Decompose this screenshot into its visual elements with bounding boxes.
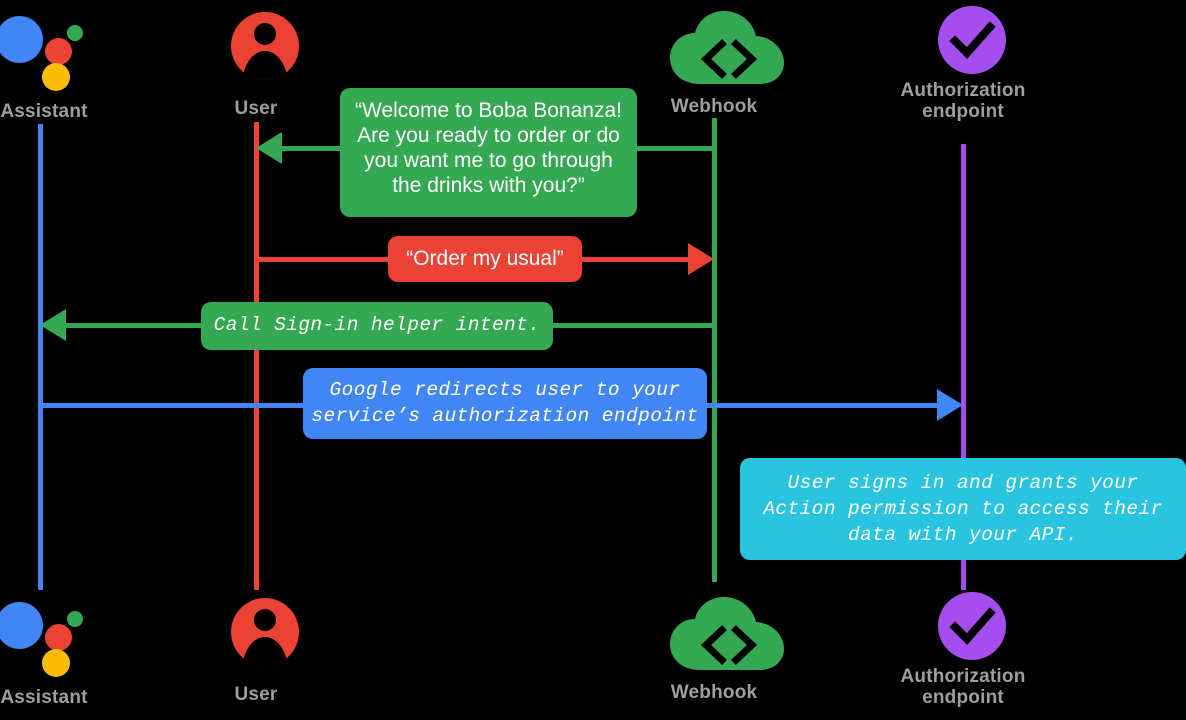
cloud-code-svg (670, 11, 784, 84)
arrow-head-signin (40, 309, 66, 341)
arrow-head-order (688, 243, 714, 275)
user-avatar-circle-bottom (231, 598, 299, 666)
message-bubble-signin: Call Sign-in helper intent. (201, 302, 553, 350)
actor-auth-bottom: Authorization endpoint (863, 590, 1063, 708)
cloud-code-svg-bottom (670, 597, 784, 670)
message-bubble-welcome: “Welcome to Boba Bonanza! Are you ready … (340, 88, 637, 217)
cloud-code-icon-bottom (664, 592, 784, 682)
message-bubble-redirect: Google redirects user to your service’s … (303, 368, 707, 439)
assistant-dot-green (67, 25, 83, 41)
actor-assistant-bottom: Assistant (0, 592, 144, 708)
actor-label-user-top: User (234, 98, 278, 119)
message-bubble-signin-grant: User signs in and grants your Action per… (740, 458, 1186, 560)
actor-label-auth-top-line1: Authorization (900, 80, 1026, 101)
checkmark-icon-bottom (949, 607, 996, 645)
actor-label-webhook-top: Webhook (670, 96, 758, 117)
actor-label-auth-bottom-line1: Authorization (900, 666, 1026, 687)
purple-check-circle-icon-bottom (913, 590, 1013, 664)
lifeline-user (254, 122, 259, 590)
actor-label-webhook-bottom: Webhook (670, 682, 758, 703)
cloud-code-icon (664, 6, 784, 96)
user-avatar-head (254, 23, 276, 45)
arrow-head-redirect (937, 389, 963, 421)
user-avatar-circle (231, 12, 299, 80)
assistant-dot-red-bottom (45, 624, 72, 651)
purple-check-circle-icon (913, 4, 1013, 78)
arrow-head-welcome (256, 132, 282, 164)
google-assistant-icon-bottom (0, 592, 94, 682)
actor-assistant-top: Assistant (0, 6, 144, 122)
cloud-shape (670, 10, 784, 84)
assistant-dot-red (45, 38, 72, 65)
user-avatar-icon (206, 6, 306, 96)
google-assistant-icon (0, 6, 94, 96)
lifeline-assistant (38, 124, 43, 590)
assistant-dot-blue (0, 16, 43, 63)
message-bubble-order: “Order my usual” (388, 236, 582, 282)
user-avatar-icon-bottom (206, 592, 306, 682)
user-avatar-body-bottom (242, 637, 288, 666)
actor-user-bottom: User (156, 592, 356, 705)
actor-label-assistant-bottom: Assistant (0, 687, 88, 708)
user-avatar-head-bottom (254, 609, 276, 631)
auth-circle-bottom (938, 592, 1006, 660)
checkmark-icon (949, 21, 996, 59)
lifeline-webhook (712, 118, 717, 582)
assistant-dot-yellow-bottom (42, 649, 70, 677)
assistant-dot-green-bottom (67, 611, 83, 627)
actor-webhook-top: Webhook (614, 6, 814, 117)
actor-label-auth-top-line2: endpoint (922, 101, 1004, 122)
assistant-dot-yellow (42, 63, 70, 91)
assistant-dot-blue-bottom (0, 602, 43, 649)
user-avatar-body (242, 51, 288, 80)
actor-label-assistant-top: Assistant (0, 101, 88, 122)
actor-user-top: User (156, 6, 356, 119)
actor-label-auth-bottom-line2: endpoint (922, 687, 1004, 708)
auth-circle (938, 6, 1006, 74)
actor-label-user-bottom: User (234, 684, 278, 705)
actor-webhook-bottom: Webhook (614, 592, 814, 703)
lifeline-auth (961, 144, 966, 590)
cloud-shape-bottom (670, 596, 784, 670)
actor-auth-top: Authorization endpoint (863, 4, 1063, 122)
